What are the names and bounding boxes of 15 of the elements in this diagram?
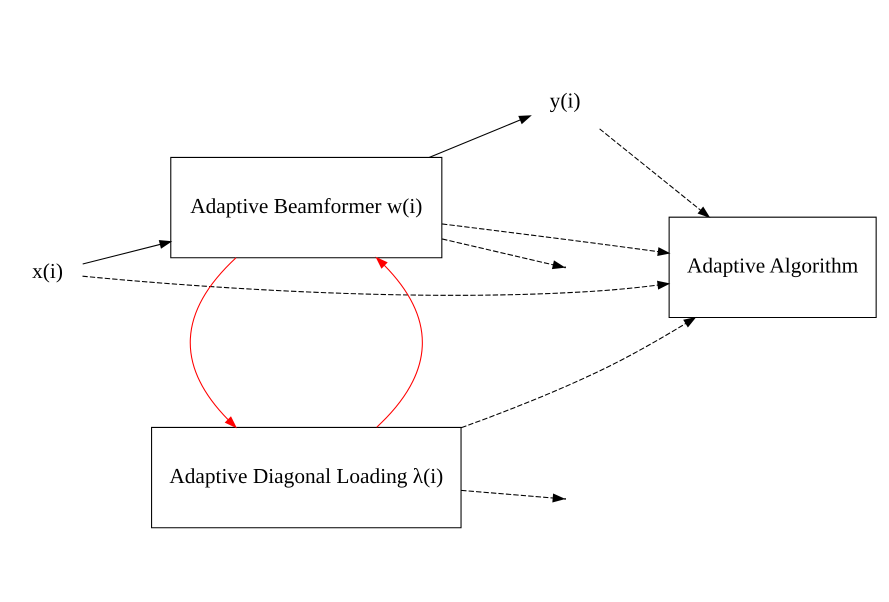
- node-box: Adaptive Algorithm: [668, 216, 877, 318]
- node-text: x(i): [32, 258, 63, 283]
- arrow: [442, 222, 671, 256]
- node-text: y(i): [550, 88, 580, 112]
- arrow: [461, 316, 696, 428]
- arrow: [82, 240, 172, 264]
- node-box: Adaptive Beamformer w(i): [170, 156, 442, 258]
- arrow: [429, 114, 532, 158]
- arrow: [442, 238, 566, 269]
- arrow: [82, 275, 670, 296]
- arrow: [375, 256, 423, 428]
- arrow: [190, 256, 238, 428]
- arrow: [461, 489, 566, 502]
- arrow: [599, 128, 710, 218]
- node-box: Adaptive Diagonal Loading λ(i): [151, 426, 462, 528]
